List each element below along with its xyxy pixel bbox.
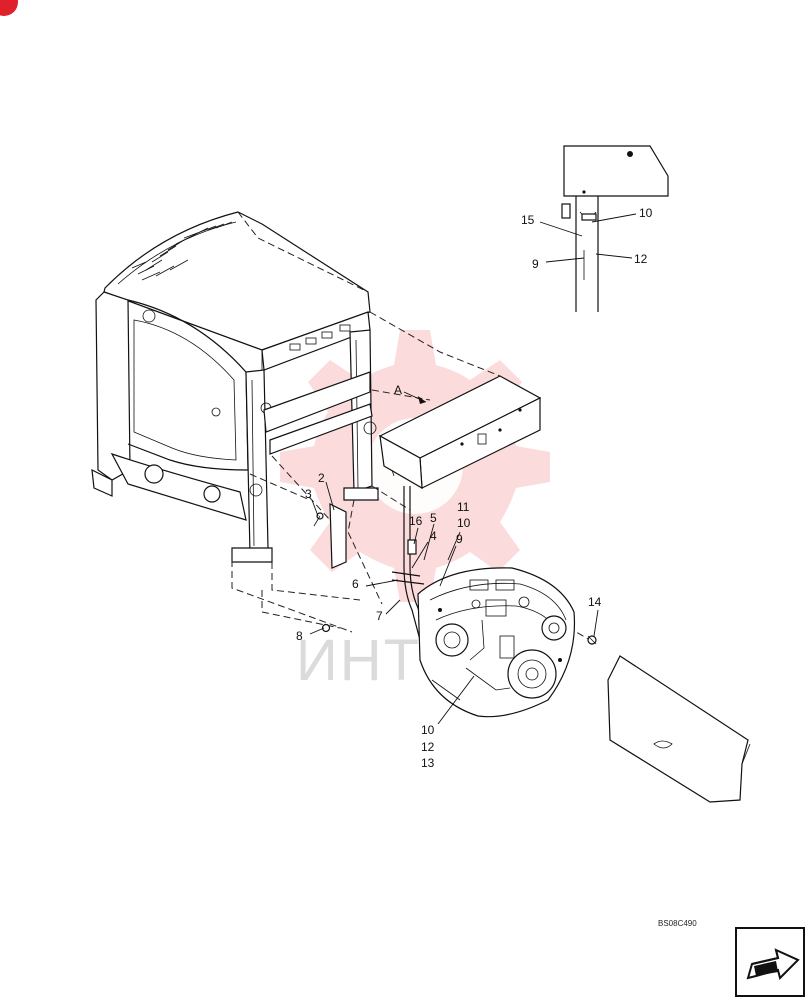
callout-label: 15 [521,213,535,227]
callout-label: 5 [430,511,437,525]
cab-frame [91,211,379,563]
callout-label: 2 [318,471,325,485]
engine-assembly [417,567,576,718]
nut-part-8 [321,623,331,633]
callout-label: 4 [430,529,437,543]
callout-label: 8 [296,629,303,643]
view-a-label: A [394,383,402,397]
callout-label: 12 [634,252,648,266]
detail-inset [561,145,669,312]
callouts: 2 3 16 5 4 11 10 9 6 7 8 14 10 12 13 15 … [296,206,653,770]
callout-label: 3 [305,487,312,501]
callout-label: 9 [532,257,539,271]
nav-arrow-icon[interactable] [735,927,805,997]
side-panel [587,635,751,803]
watermark-text: ИНТ [296,628,421,693]
control-box [378,375,542,490]
callout-label: 12 [421,740,435,754]
drawing-code: BS08C490 [658,919,697,928]
callout-label: 13 [421,756,435,770]
callout-label: 10 [457,516,471,530]
callout-label: 7 [376,609,383,623]
callout-label: 11 [457,500,470,514]
callout-label: 14 [588,595,602,609]
bracket-part-2 [329,503,347,569]
callout-label: 9 [456,532,463,546]
leader-lines [309,213,637,725]
corner-badge [0,0,18,16]
callout-label: 10 [639,206,653,220]
callout-label: 6 [352,577,359,591]
callout-label: 16 [409,514,423,528]
callout-label: 10 [421,723,435,737]
